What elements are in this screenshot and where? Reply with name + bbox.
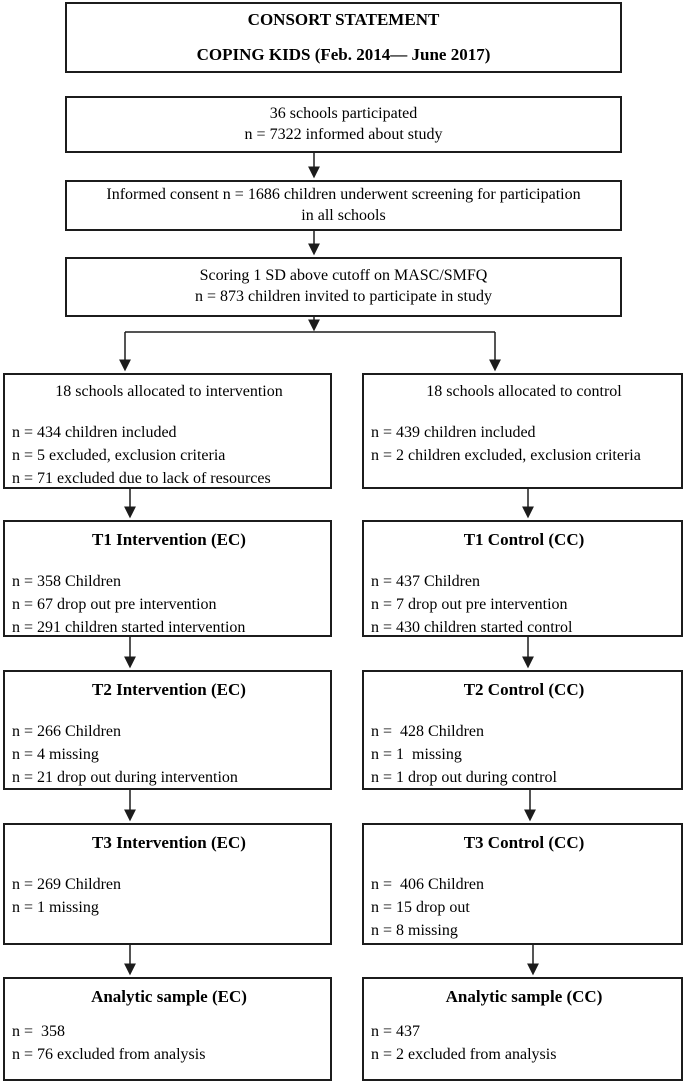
box-line: n = 1 missing	[12, 899, 99, 917]
box-line: n = 437	[371, 1023, 421, 1040]
box-title: T3 Control (CC)	[463, 833, 585, 852]
box-line: n = 406 Children	[371, 876, 485, 893]
box-title: T2 Intervention (EC)	[92, 680, 246, 699]
box-title: Analytic sample (EC)	[91, 987, 247, 1006]
control-t1-box: T1 Control (CC) n = 437 Children n = 7 d…	[362, 520, 683, 637]
box-title: 18 schools allocated to control	[426, 383, 622, 400]
intervention-allocation-box: 18 schools allocated to intervention n =…	[3, 373, 332, 489]
header-box: CONSORT STATEMENT COPING KIDS (Feb. 2014…	[65, 2, 622, 73]
control-t3-box: T3 Control (CC) n = 406 Children n = 15 …	[362, 823, 683, 945]
box-line: n = 428 Children	[371, 723, 485, 740]
box-line: n = 437 Children	[371, 573, 481, 590]
box-title: T3 Intervention (EC)	[92, 833, 246, 852]
control-t2-box: T2 Control (CC) n = 428 Children n = 1 m…	[362, 670, 683, 790]
informed-consent-box: Informed consent n = 1686 children under…	[65, 180, 622, 231]
box-line: n = 434 children included	[12, 424, 177, 441]
intervention-t1-box: T1 Intervention (EC) n = 358 Children n …	[3, 520, 332, 637]
intervention-t3-box: T3 Intervention (EC) n = 269 Children n …	[3, 823, 332, 945]
box-line: n = 7322 informed about study	[244, 125, 443, 143]
box-title: T2 Control (CC)	[463, 680, 585, 699]
box-line: n = 4 missing	[12, 746, 99, 764]
box-line: n = 5 excluded, exclusion criteria	[12, 447, 226, 465]
box-line: n = 67 drop out pre intervention	[12, 596, 217, 614]
box-line: n = 439 children included	[371, 424, 536, 441]
header-subtitle: COPING KIDS (Feb. 2014— June 2017)	[196, 45, 491, 64]
screening-cutoff-box: Scoring 1 SD above cutoff on MASC/SMFQ n…	[65, 257, 622, 317]
box-line: 36 schools participated	[269, 104, 418, 122]
control-allocation-box: 18 schools allocated to control n = 439 …	[362, 373, 683, 489]
box-line: n = 15 drop out	[371, 899, 470, 917]
box-line: n = 8 missing	[371, 922, 458, 940]
box-line: n = 1 missing	[371, 746, 462, 764]
box-line: n = 269 Children	[12, 876, 122, 893]
box-line: n = 266 Children	[12, 723, 122, 740]
box-line: n = 873 children invited to participate …	[195, 288, 492, 305]
box-title: Analytic sample (CC)	[445, 987, 603, 1006]
box-line: n = 358	[12, 1023, 66, 1040]
box-line: n = 2 excluded from analysis	[371, 1046, 557, 1064]
intervention-analytic-box: Analytic sample (EC) n = 358 n = 76 excl…	[3, 977, 332, 1081]
box-line: n = 358 Children	[12, 573, 122, 590]
schools-participated-box: 36 schools participated n = 7322 informe…	[65, 96, 622, 153]
box-line: n = 1 drop out during control	[371, 769, 557, 787]
box-title: 18 schools allocated to intervention	[55, 383, 283, 400]
control-analytic-box: Analytic sample (CC) n = 437 n = 2 exclu…	[362, 977, 683, 1081]
header-title: CONSORT STATEMENT	[247, 9, 440, 29]
intervention-t2-box: T2 Intervention (EC) n = 266 Children n …	[3, 670, 332, 790]
box-line: n = 21 drop out during intervention	[12, 769, 238, 787]
box-line: n = 7 drop out pre intervention	[371, 596, 568, 614]
box-line: in all schools	[301, 206, 386, 224]
box-line: n = 430 children started control	[371, 619, 573, 637]
box-line: n = 2 children excluded, exclusion crite…	[371, 447, 641, 465]
box-title: T1 Control (CC)	[463, 530, 585, 549]
box-line: n = 71 excluded due to lack of resources	[12, 470, 271, 488]
box-line: Informed consent n = 1686 children under…	[106, 185, 581, 203]
box-line: Scoring 1 SD above cutoff on MASC/SMFQ	[199, 267, 488, 285]
box-title: T1 Intervention (EC)	[92, 530, 246, 549]
box-line: n = 291 children started intervention	[12, 619, 246, 637]
box-line: n = 76 excluded from analysis	[12, 1046, 206, 1064]
